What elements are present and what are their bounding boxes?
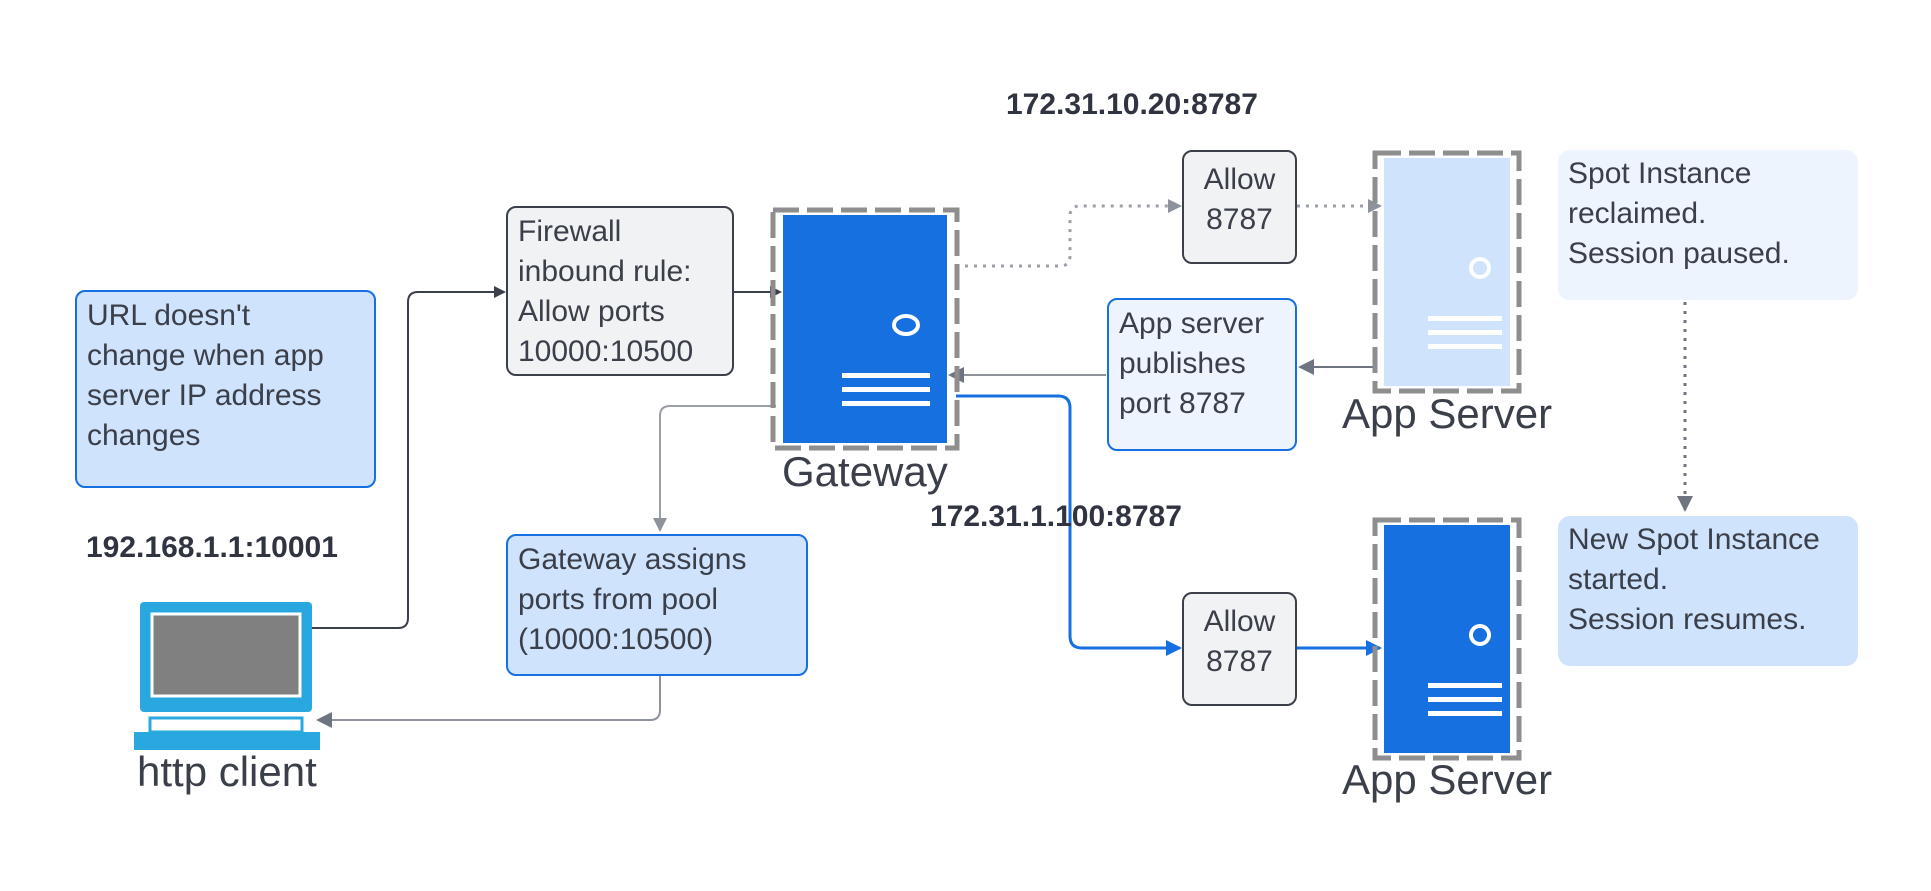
client-to-firewall-line xyxy=(310,286,506,629)
url-note-box: URL doesn't change when app server IP ad… xyxy=(75,290,376,488)
firewall-rule-box: Firewall inbound rule: Allow ports 10000… xyxy=(506,206,734,376)
gateway-to-allow-bottom-line xyxy=(956,394,1182,656)
app-server-bottom-caption: App Server xyxy=(1342,756,1553,803)
gateway-assign-box: Gateway assigns ports from pool (10000:1… xyxy=(506,534,808,676)
ip-label-app-server-2: 172.31.1.100:8787 xyxy=(930,500,1182,533)
spot-reclaimed-box: Spot Instance reclaimed. Session paused. xyxy=(1558,150,1858,300)
assign-to-client-line xyxy=(316,676,661,728)
http-client-caption: http client xyxy=(137,748,317,795)
allow-bottom-box: Allow 8787 xyxy=(1182,592,1297,706)
spot-new-box: New Spot Instance started. Session resum… xyxy=(1558,516,1858,666)
gateway-to-assign-line xyxy=(653,405,776,532)
allow-top-box: Allow 8787 xyxy=(1182,150,1297,264)
publish-port-box: App server publishes port 8787 xyxy=(1107,298,1297,451)
gateway-server-icon xyxy=(770,207,960,451)
gateway-to-allow-top-line xyxy=(956,199,1182,268)
gateway-caption: Gateway xyxy=(782,448,948,495)
app-server-top-caption: App Server xyxy=(1342,390,1553,437)
laptop-icon xyxy=(134,602,320,750)
app-server-top-icon xyxy=(1372,150,1522,394)
ip-label-client: 192.168.1.1:10001 xyxy=(86,531,338,564)
app-server-bottom-icon xyxy=(1372,517,1522,761)
ip-label-app-server-1: 172.31.10.20:8787 xyxy=(1006,88,1258,121)
